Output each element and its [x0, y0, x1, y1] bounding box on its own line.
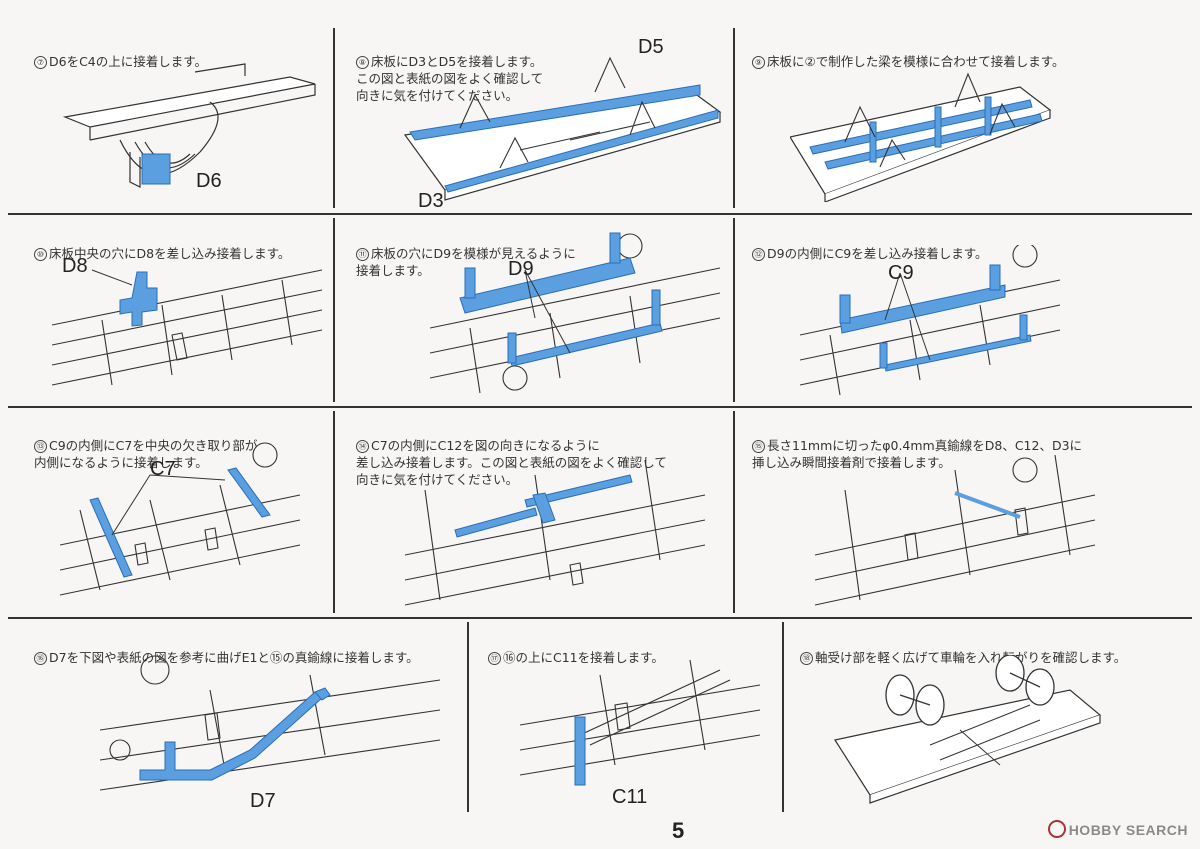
- part-label-d5: D5: [638, 36, 664, 58]
- step-text: C9の内側にC7を中央の欠き取り部が 内側になるように接着します。: [34, 438, 258, 470]
- part-d3: [444, 109, 719, 193]
- step-text: 長さ11mmに切ったφ0.4mm真鍮線をD8、C12、D3に 挿し込み瞬間接着剤…: [752, 438, 1083, 470]
- part-label-c7: C7: [150, 458, 176, 480]
- hobby-search-logo-icon: [1047, 820, 1066, 838]
- part-d8: [119, 271, 158, 327]
- step-number: ⑮: [752, 440, 765, 453]
- step-8-illustration: [403, 56, 722, 201]
- step-number: ⑫: [752, 248, 765, 261]
- page-number: 5: [672, 818, 685, 843]
- divider: [733, 218, 735, 402]
- step-18-illustration: [834, 655, 1102, 804]
- part-d5: [409, 84, 701, 141]
- step-number: ⑧: [356, 56, 369, 69]
- divider: [333, 28, 335, 208]
- step-number: ⑦: [34, 56, 47, 69]
- step-number: ⑱: [800, 652, 813, 665]
- part-label-d3: D3: [418, 190, 444, 212]
- step-number: ⑨: [752, 56, 765, 69]
- part-label-d7: D7: [250, 790, 276, 812]
- step-text: D6をC4の上に接着します。: [49, 54, 208, 69]
- divider: [733, 28, 735, 208]
- step-16-illustration: [100, 655, 441, 791]
- step-10-illustration: [52, 269, 323, 386]
- step-text: 床板の穴にD9を模様が見えるように 接着します。: [356, 246, 576, 278]
- step-text: D9の内側にC9を差し込み接着します。: [767, 246, 988, 261]
- watermark-text: HOBBY SEARCH: [1068, 822, 1188, 838]
- divider: [8, 213, 1192, 215]
- step-number: ⑩: [34, 248, 47, 261]
- divider: [8, 617, 1192, 619]
- step-15-illustration: [815, 455, 1096, 606]
- step-number: ⑯: [34, 652, 47, 665]
- divider: [733, 411, 735, 613]
- step-11-illustration: [430, 232, 721, 394]
- step-text: 床板中央の穴にD8を差し込み接着します。: [49, 246, 291, 261]
- brass-wire: [954, 491, 1021, 519]
- divider: [8, 406, 1192, 408]
- part-label-d6: D6: [196, 170, 222, 192]
- part-label-c9: C9: [888, 262, 914, 284]
- step-text: C7の内側にC12を図の向きになるように 差し込み接着します。この図と表紙の図を…: [356, 438, 667, 487]
- step-17-illustration: [520, 659, 761, 786]
- step-13-illustration: [60, 442, 301, 596]
- step-text: 床板に②で制作した梁を模様に合わせて接着します。: [767, 54, 1065, 69]
- watermark: HOBBY SEARCH: [1047, 820, 1188, 838]
- step-text: ⑯の上にC11を接着します。: [503, 650, 664, 665]
- divider: [333, 218, 335, 402]
- step-7-illustration: [62, 63, 316, 188]
- divider: [782, 622, 784, 812]
- step-number: ⑪: [356, 248, 369, 261]
- part-label-d9: D9: [508, 258, 534, 280]
- divider: [467, 622, 469, 812]
- step-14-illustration: [405, 460, 706, 606]
- part-c11: [574, 716, 586, 786]
- step-9-illustration: [790, 72, 1052, 202]
- step-text: 軸受け部を軽く広げて車輪を入れ転がりを確認します。: [815, 650, 1127, 665]
- step-number: ⑬: [34, 440, 47, 453]
- step-12-illustration: [800, 245, 1061, 396]
- step-number: ⑭: [356, 440, 369, 453]
- part-label-c11: C11: [612, 786, 648, 808]
- step-number: ⑰: [488, 652, 501, 665]
- part-d6: [141, 153, 171, 185]
- step-text: D7を下図や表紙の図を参考に曲げE1と⑮の真鍮線に接着します。: [49, 650, 419, 665]
- divider: [333, 411, 335, 613]
- part-label-d8: D8: [62, 255, 88, 277]
